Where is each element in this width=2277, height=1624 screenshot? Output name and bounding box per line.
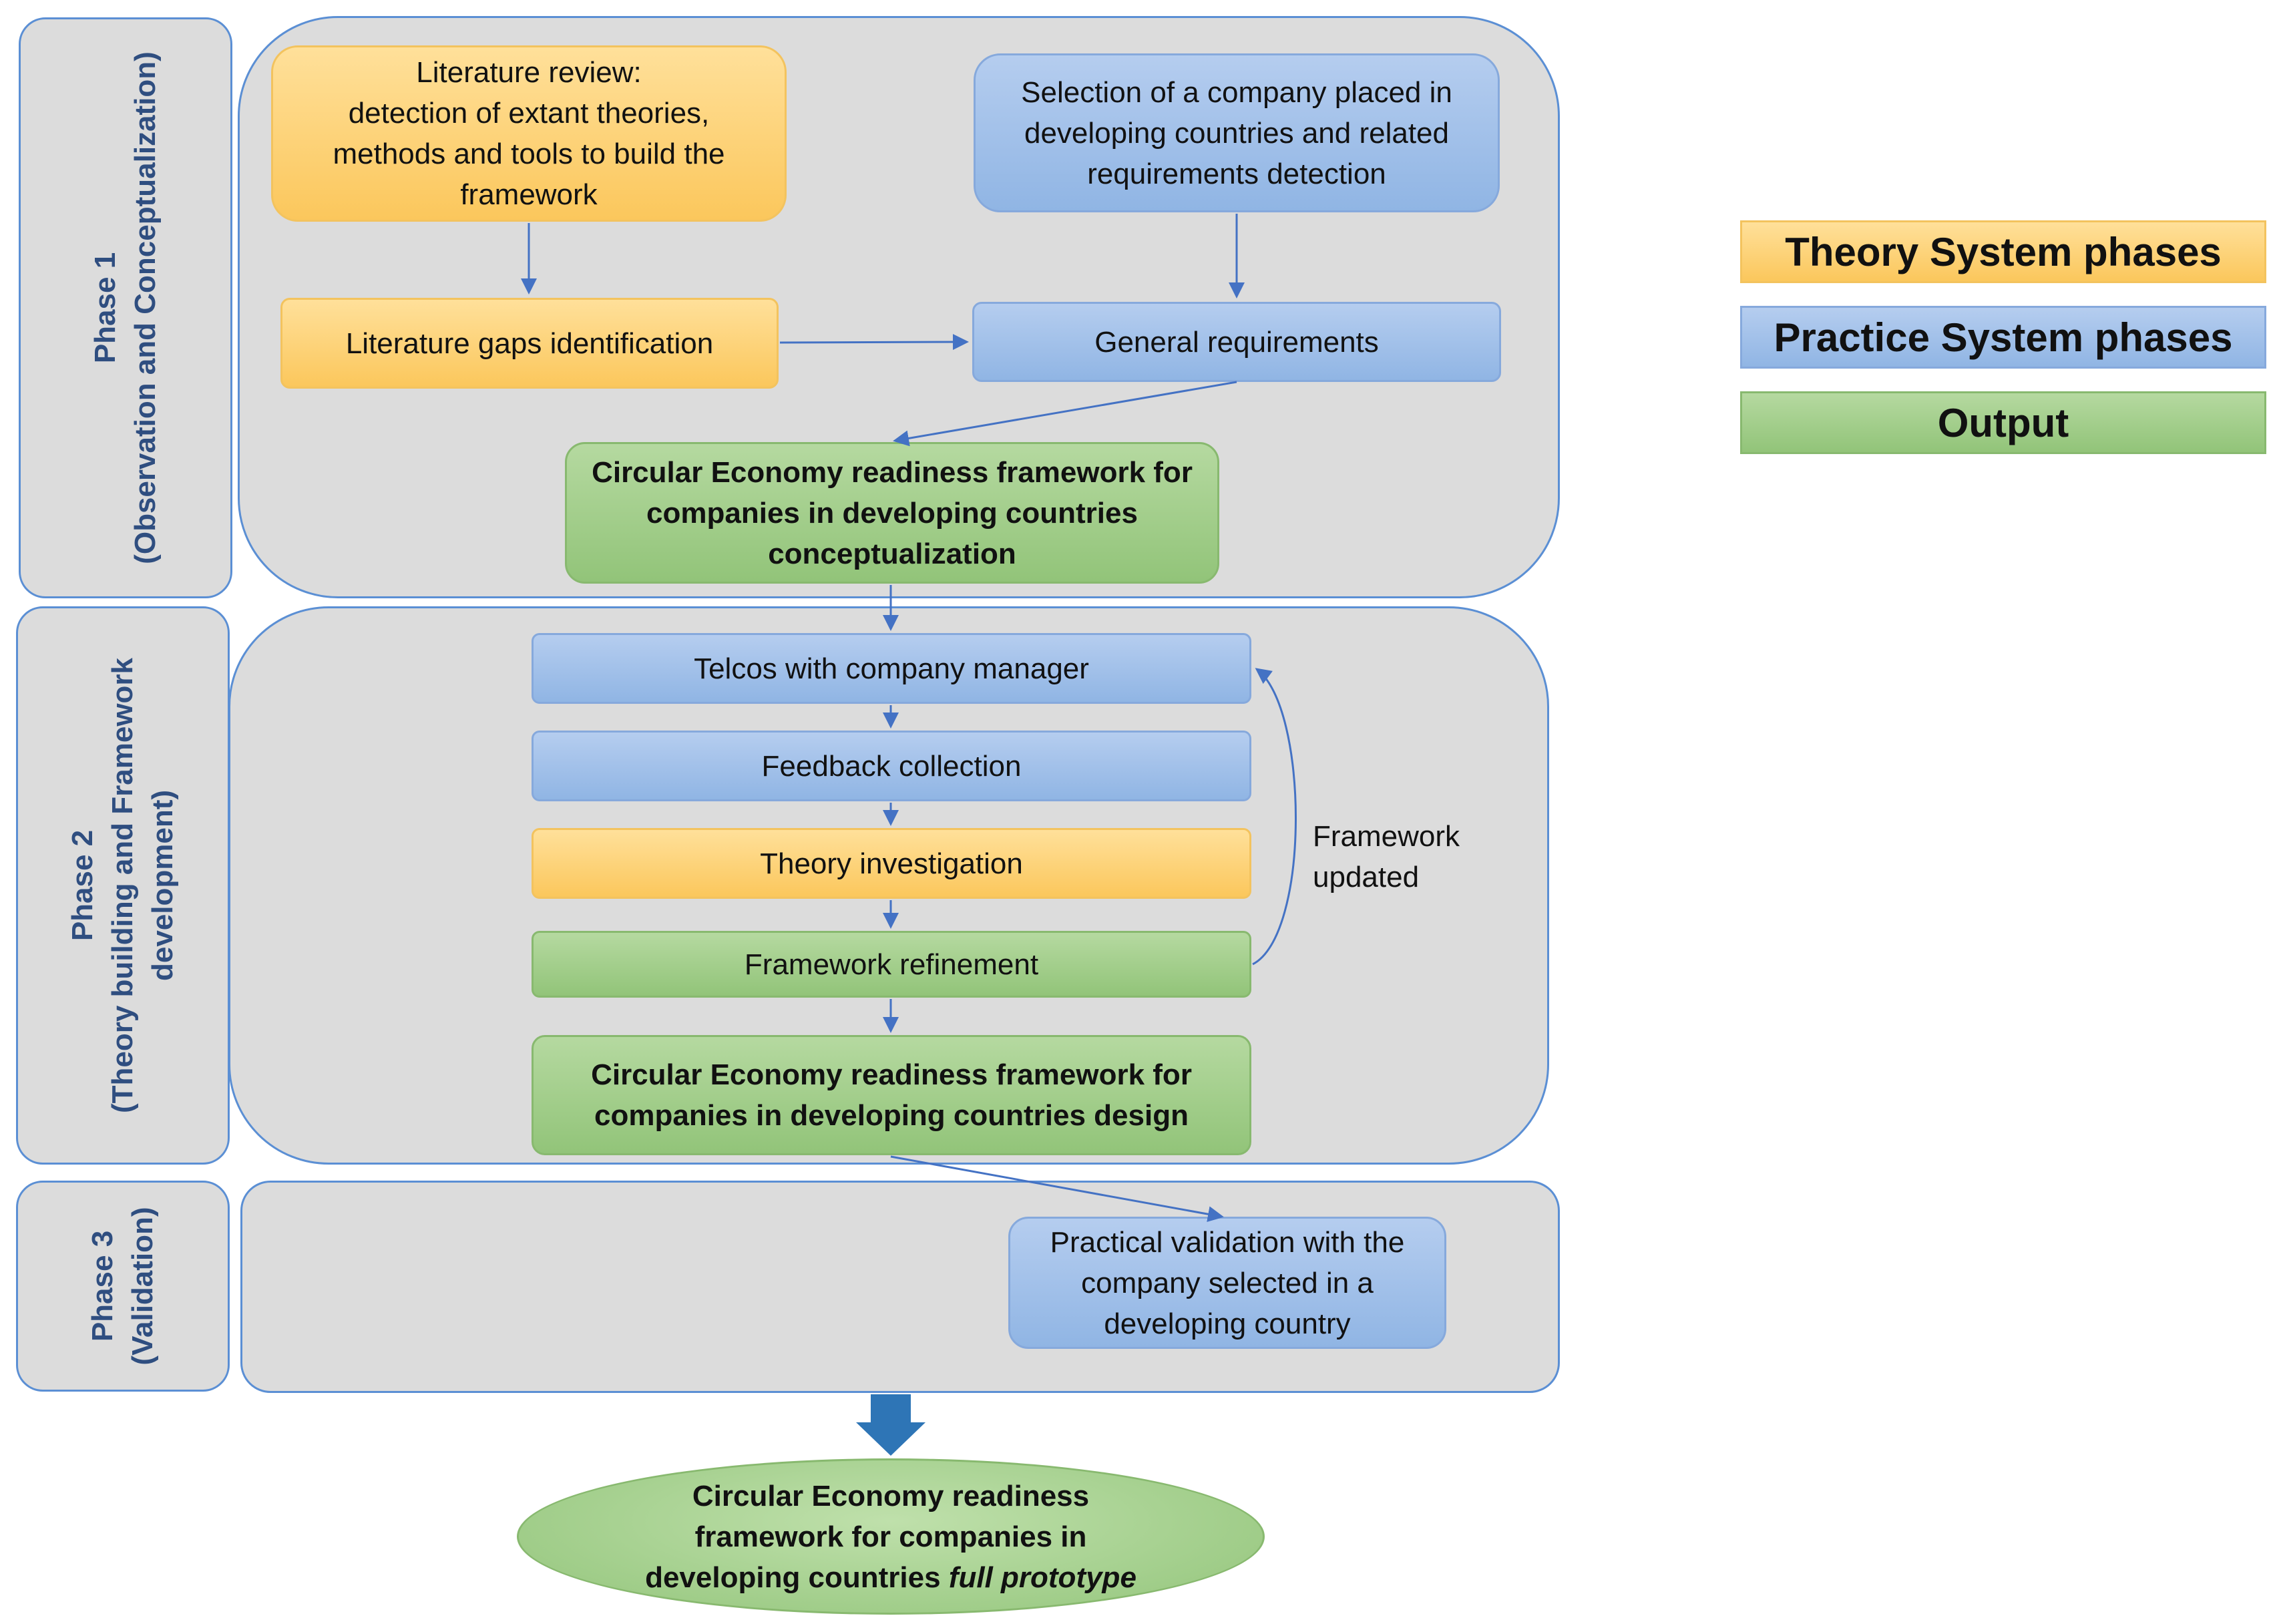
full-prototype-line-1: Circular Economy readiness (692, 1479, 1090, 1512)
framework-refinement-text: Framework refinement (744, 948, 1039, 981)
practical-validation-box: Practical validation with the company se… (1008, 1217, 1446, 1349)
telcos-text: Telcos with company manager (694, 652, 1089, 685)
framework-updated-note: Framework updated (1313, 820, 1460, 893)
framework-refinement-box: Framework refinement (532, 931, 1251, 998)
loop-arrow-refinement-to-telcos (1252, 668, 1297, 966)
full-prototype-emphasis: full prototype (948, 1561, 1136, 1594)
conceptualization-output-box: Circular Economy readiness framework for… (565, 442, 1219, 584)
full-prototype-line-2: framework for companies in (694, 1520, 1087, 1553)
arrow-gaps-to-requirements (779, 334, 969, 351)
general-requirements-text: General requirements (1094, 325, 1379, 359)
big-down-arrow (856, 1394, 925, 1456)
design-output-box: Circular Economy readiness framework for… (532, 1035, 1251, 1155)
legend-theory: Theory System phases (1740, 220, 2266, 283)
feedback-collection-text: Feedback collection (761, 749, 1022, 783)
company-selection-text: Selection of a company placed in develop… (1021, 75, 1452, 190)
arrow-design-to-validation (890, 1155, 1224, 1223)
practical-validation-text: Practical validation with the company se… (1050, 1225, 1405, 1340)
legend-practice-label: Practice System phases (1774, 315, 2233, 360)
feedback-collection-box: Feedback collection (532, 731, 1251, 801)
theory-investigation-box: Theory investigation (532, 828, 1251, 899)
full-prototype-output: Circular Economy readiness framework for… (517, 1458, 1265, 1615)
full-prototype-line-3: developing countries (645, 1561, 949, 1594)
literature-review-box: Literature review: detection of extant t… (271, 45, 787, 222)
theory-investigation-text: Theory investigation (760, 847, 1023, 880)
company-selection-box: Selection of a company placed in develop… (974, 53, 1500, 212)
general-requirements-box: General requirements (972, 302, 1501, 382)
legend-practice: Practice System phases (1740, 306, 2266, 369)
phase-3-label: Phase 3 (Validation) (16, 1181, 230, 1392)
phase-1-label: Phase 1 (Observation and Conceptualizati… (19, 17, 232, 598)
phase-2-label: Phase 2 (Theory building and Framework d… (16, 606, 230, 1165)
arrow-requirements-to-conceptualization (893, 381, 1237, 447)
literature-review-text: Literature review: detection of extant t… (333, 56, 725, 211)
legend-output-label: Output (1937, 400, 2069, 445)
design-output-text: Circular Economy readiness framework for… (591, 1058, 1192, 1132)
telcos-box: Telcos with company manager (532, 633, 1251, 704)
literature-gaps-text: Literature gaps identification (345, 327, 714, 360)
literature-gaps-box: Literature gaps identification (280, 298, 779, 389)
conceptualization-output-text: Circular Economy readiness framework for… (592, 455, 1193, 570)
legend-theory-label: Theory System phases (1785, 229, 2222, 274)
legend-output: Output (1740, 391, 2266, 454)
